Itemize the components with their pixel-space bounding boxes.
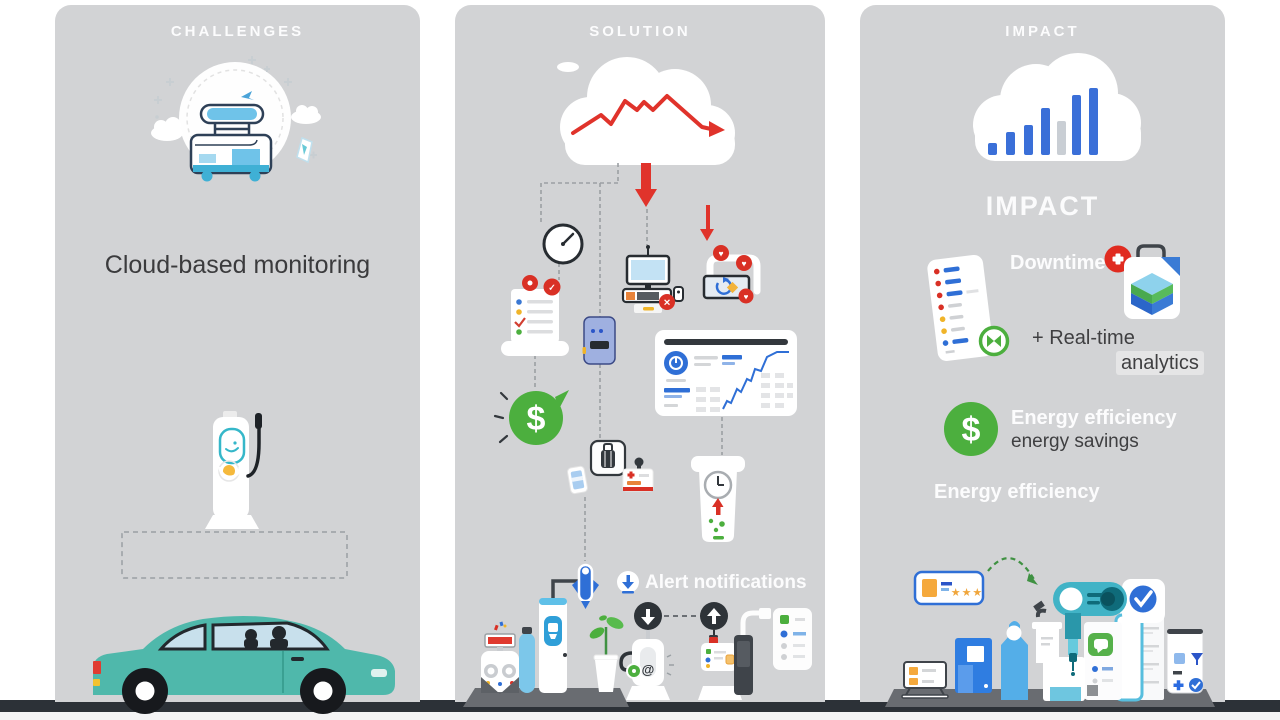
chat-kiosk-icon: [1084, 622, 1122, 700]
challenges-illustration: [93, 56, 395, 714]
growth-arc-arrow-icon: [987, 557, 1038, 585]
status-pillar-icon: [691, 456, 745, 542]
plant-icon: [589, 615, 624, 692]
impact-title: IMPACT: [985, 191, 1100, 221]
verified-card-icon: [1122, 579, 1165, 623]
vending-machine-icon: [481, 621, 519, 694]
charging-pillar-icon: [539, 579, 579, 693]
charging-nozzle-icon: [572, 563, 599, 609]
panel-challenges: CHALLENGES: [55, 5, 420, 714]
solution-illustration: ✓ ✕: [463, 57, 812, 707]
svg-text:✕: ✕: [663, 298, 671, 308]
energy-dollar-icon: $: [944, 402, 998, 456]
status-list-phone-icon: [927, 254, 994, 361]
robot-arm-machine-icon: [1032, 582, 1127, 701]
suitcase-icon: [189, 103, 273, 182]
red-arrow-large-icon: [635, 163, 657, 207]
challenges-header: CHALLENGES: [170, 23, 305, 40]
payment-terminal-icon: ♥ ♥ ♥: [702, 245, 761, 304]
cloud-trend-icon: [557, 57, 735, 165]
challenges-caption: Cloud-based monitoring: [104, 251, 371, 279]
cloud-left-icon: [151, 117, 183, 141]
blue-cabinet-icon: [955, 638, 992, 693]
svg-text:♥: ♥: [718, 249, 723, 259]
computer-icon: ✕: [621, 245, 684, 313]
svg-text:$: $: [962, 411, 981, 449]
sparkles-icon: [154, 56, 317, 159]
alert-notification-icon: [617, 571, 639, 594]
station-upload-icon: [698, 602, 742, 700]
impact-illustration: $ ★★★: [885, 53, 1215, 707]
panel-solution: SOLUTION: [455, 5, 825, 707]
wall-charger-icon: [582, 316, 616, 365]
svg-text:♥: ♥: [741, 259, 746, 269]
energy-savings-label: energy savings: [1011, 431, 1139, 452]
passenger-silhouettes: [244, 626, 288, 648]
downtime-label: Downtime: [1010, 252, 1106, 274]
red-arrow-small-icon: [700, 205, 714, 241]
car-icon: [93, 615, 395, 714]
impact-header: IMPACT: [1005, 23, 1080, 40]
rating-card-icon: ★★★: [913, 570, 985, 606]
checklist-icon: ✓: [501, 275, 569, 356]
phone-small-icon: [566, 465, 588, 495]
cloud-barchart-icon: [973, 53, 1141, 161]
laptop-icon: [901, 661, 949, 699]
cylinder-cap: [522, 627, 532, 634]
luggage-card-icon: [589, 439, 627, 477]
below-road-strip: [0, 712, 1280, 720]
report-card-icon: [773, 608, 812, 670]
analytics-text: analytics: [1116, 351, 1204, 375]
energy-efficiency-label: Energy efficiency: [1011, 407, 1177, 429]
alert-notifications-label: Alert notifications: [645, 572, 807, 593]
id-badge-icon: [622, 457, 654, 492]
app-phone-icon: [1166, 628, 1204, 694]
ev-charger-icon: [205, 411, 262, 529]
dashboard-card: [655, 330, 797, 416]
luggage-monitoring-icon: [151, 56, 321, 182]
plane-icon: [241, 91, 254, 100]
clock-icon: [542, 223, 584, 265]
plugged-device-icon: [734, 608, 771, 695]
solution-header: SOLUTION: [589, 23, 691, 40]
svg-text:★★★: ★★★: [951, 587, 984, 599]
analytics-bag-icon: [1124, 244, 1180, 319]
gas-cylinder-icon: [519, 633, 535, 693]
panel-impact: IMPACT: [860, 5, 1225, 707]
analytics-label: analytics: [1116, 351, 1204, 375]
parking-zone-dashed-outline: [121, 531, 348, 579]
svg-text:$: $: [527, 400, 546, 438]
cloud-right-icon: [291, 105, 321, 124]
bar-chart-bars: [988, 88, 1098, 155]
savings-bubble-icon: $: [493, 390, 569, 445]
svg-text:✓: ✓: [548, 283, 556, 293]
dashed-connectors: [534, 163, 723, 561]
realtime-label: + Real-time: [1032, 327, 1135, 349]
blue-tower-icon: [1001, 621, 1028, 700]
station-download-icon: @: [619, 602, 674, 700]
energy-efficiency-secondary-label: Energy efficiency: [934, 481, 1100, 503]
svg-text:@: @: [642, 662, 655, 677]
svg-text:♥: ♥: [744, 293, 749, 302]
sync-circle-icon: [978, 325, 1010, 357]
gem-icon: [296, 136, 313, 164]
